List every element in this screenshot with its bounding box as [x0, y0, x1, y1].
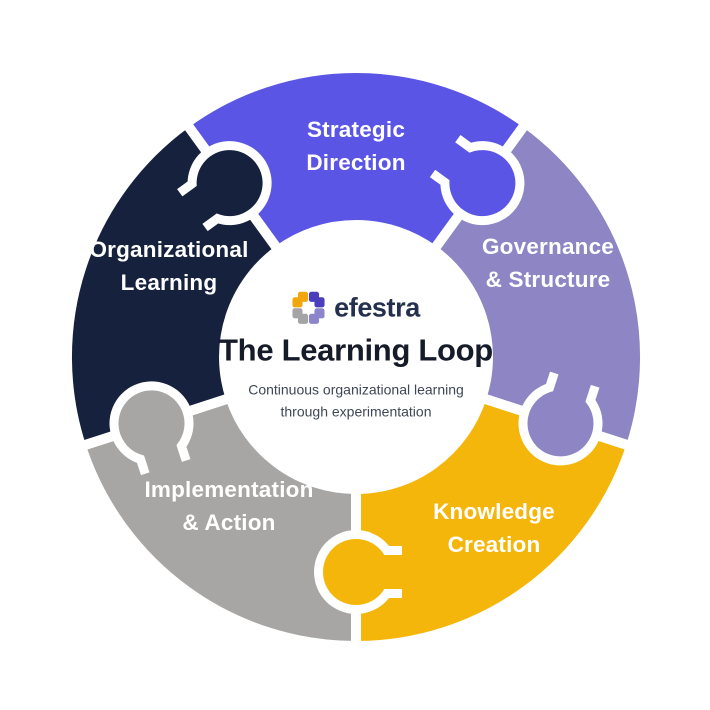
center-content: efestra The Learning Loop Continuous org… [196, 291, 516, 422]
label-strategic-direction: Strategic Direction [306, 114, 405, 180]
label-line: Creation [447, 532, 541, 557]
puzzle-tab-knowledge [314, 530, 418, 614]
brand-name: efestra [334, 292, 420, 323]
puzzle-tab-organizational [169, 141, 272, 234]
logo-arm-lavender [309, 308, 325, 324]
label-line: & Action [182, 510, 276, 535]
label-governance-structure: Governance & Structure [482, 231, 614, 297]
label-knowledge-creation: Knowledge Creation [433, 496, 555, 562]
label-line: & Structure [485, 267, 611, 292]
logo-arm-gray [292, 308, 309, 324]
brand: efestra [196, 291, 516, 324]
logo-arm-indigo [309, 291, 325, 308]
logo-arm-gold [292, 291, 309, 308]
label-line: Implementation [144, 477, 314, 503]
diagram-subtitle: Continuous organizational learning throu… [196, 379, 516, 422]
segment-strategic-direction [181, 62, 531, 256]
label-line: Organizational [89, 237, 249, 263]
label-line: Strategic [306, 117, 406, 143]
label-line: Governance [481, 234, 615, 260]
label-organizational-learning: Organizational Learning [89, 234, 248, 300]
subtitle-line: Continuous organizational learning [248, 381, 464, 398]
label-line: Direction [306, 150, 406, 175]
label-line: Knowledge [433, 499, 555, 525]
efestra-logo-icon [292, 291, 325, 324]
subtitle-line: through experimentation [280, 403, 432, 419]
label-implementation-action: Implementation & Action [144, 474, 313, 540]
label-line: Learning [120, 270, 218, 295]
puzzle-tab-strategic [422, 132, 525, 226]
puzzle-tab-governance [518, 359, 603, 466]
diagram-title: The Learning Loop [219, 332, 493, 368]
puzzle-tab-implementation [109, 381, 194, 488]
